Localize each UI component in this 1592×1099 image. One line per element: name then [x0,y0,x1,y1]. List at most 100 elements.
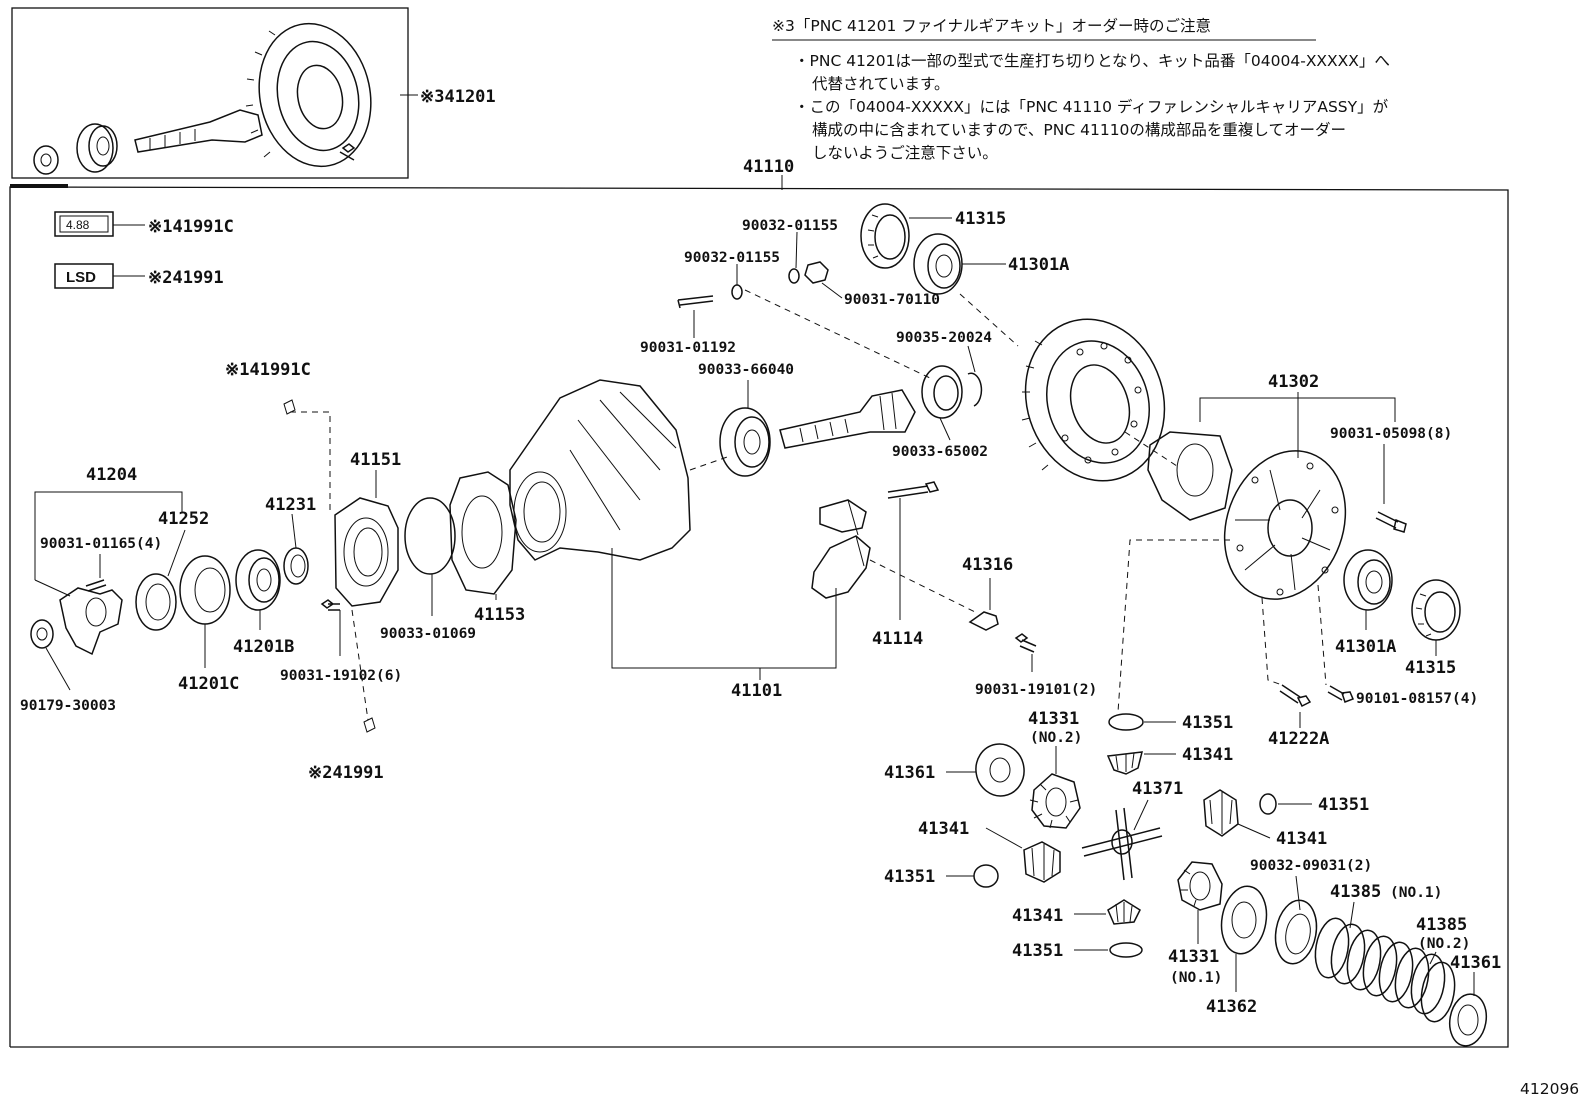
label-90035-20024[interactable]: 90035-20024 [896,330,992,346]
label-90031-70110[interactable]: 90031-70110 [844,292,940,308]
label-41201[interactable]: ※341201 [420,87,496,107]
label-90033-01069[interactable]: 90033-01069 [380,626,476,642]
label-41151[interactable]: 41151 [350,450,401,470]
label-90179-30003[interactable]: 90179-30003 [20,698,116,714]
thrust-washer-41361-a[interactable] [972,740,1028,800]
label-41991c-mid[interactable]: ※141991C [225,360,311,380]
label-41351-b[interactable]: 41351 [1318,795,1369,815]
thrust-washer-41351-d[interactable] [1109,942,1143,958]
pinion-bolt-washers[interactable] [677,261,829,309]
thrust-washer-41361-b[interactable] [1446,991,1490,1048]
label-90032-01155-b[interactable]: 90032-01155 [684,250,780,266]
oil-slinger-41201c[interactable] [179,555,231,625]
pinion-gear-41341-c[interactable] [1023,841,1061,883]
label-41201c[interactable]: 41201C [178,674,239,694]
label-41351-c[interactable]: 41351 [884,867,935,887]
side-bearing-top[interactable] [913,233,963,295]
label-41361-a[interactable]: 41361 [884,763,935,783]
bolt-90031-19102[interactable] [320,599,340,611]
label-41331-no1-sub[interactable]: (NO.1) [1170,970,1222,986]
inset-nut[interactable] [33,145,59,175]
clutch-plates-41385[interactable] [1311,916,1459,1025]
label-41362[interactable]: 41362 [1206,997,1257,1017]
label-90033-66040[interactable]: 90033-66040 [698,362,794,378]
label-41385-no2[interactable]: 41385 [1416,915,1467,935]
side-bearing-right[interactable] [1343,549,1393,611]
label-41315-a[interactable]: 41315 [955,209,1006,229]
inset-bolt[interactable] [339,143,356,161]
label-90032-01155-a[interactable]: 90032-01155 [742,218,838,234]
label-41341-b[interactable]: 41341 [1276,829,1327,849]
inset-drive-pinion[interactable] [134,109,263,153]
label-90031-01165[interactable]: 90031-01165(4) [40,536,162,552]
label-41341-a[interactable]: 41341 [1182,745,1233,765]
label-90031-19102[interactable]: 90031-19102(6) [280,668,402,684]
label-41331-no2[interactable]: 41331 [1028,709,1079,729]
ring-gear[interactable] [1005,301,1185,499]
case-bolt-41222a[interactable] [1279,684,1312,708]
adjusting-nut-top[interactable] [860,203,910,269]
label-41201b[interactable]: 41201B [233,637,294,657]
label-41252[interactable]: 41252 [158,509,209,529]
label-90101-08157[interactable]: 90101-08157(4) [1356,691,1478,707]
plug-41991[interactable] [363,717,376,733]
inset-ring-gear[interactable] [245,13,384,177]
label-41331-no2-sub[interactable]: (NO.2) [1030,730,1082,746]
oil-seal-41252[interactable] [135,573,177,631]
bearing-cap[interactable] [811,499,871,599]
pinion-gear-41341-d[interactable] [1107,899,1141,925]
label-41991-bot[interactable]: ※241991 [308,763,384,783]
label-41301a-b[interactable]: 41301A [1335,637,1396,657]
flange-bolts[interactable] [85,579,107,592]
drive-pinion[interactable] [779,389,916,449]
adjusting-nut-lock[interactable] [968,611,999,631]
companion-flange[interactable] [59,587,123,656]
label-41316[interactable]: 41316 [962,555,1013,575]
label-41222a[interactable]: 41222A [1268,729,1329,749]
label-90031-19101[interactable]: 90031-19101(2) [975,682,1097,698]
bolt-90101-08157[interactable] [1327,685,1354,703]
label-41385-no2-sub[interactable]: (NO.2) [1418,936,1470,952]
cap-bolt[interactable] [887,481,940,499]
label-90031-01192[interactable]: 90031-01192 [640,340,736,356]
label-41361-b[interactable]: 41361 [1450,953,1501,973]
label-41341-c[interactable]: 41341 [918,819,969,839]
o-ring-90033-01069[interactable] [404,497,456,575]
side-gear-41331-no1[interactable] [1177,861,1223,911]
ratio-badge[interactable]: 4.88 [54,211,114,237]
adjusting-nut-right[interactable] [1411,579,1461,641]
pinion-shaft-41371[interactable] [1081,807,1163,881]
label-41991-top[interactable]: ※241991 [148,268,224,288]
label-41110[interactable]: 41110 [743,157,794,177]
ring-gear-bolt[interactable] [1375,511,1407,533]
label-41101[interactable]: 41101 [731,681,782,701]
label-41385-no1-sub[interactable]: (NO.1) [1390,885,1442,901]
label-90032-09031[interactable]: 90032-09031(2) [1250,858,1372,874]
label-41204[interactable]: 41204 [86,465,137,485]
label-90033-65002[interactable]: 90033-65002 [892,444,988,460]
differential-case-half[interactable] [1147,431,1233,521]
label-90031-05098[interactable]: 90031-05098(8) [1330,426,1452,442]
label-41114[interactable]: 41114 [872,629,923,649]
pinion-gear-41341-a[interactable] [1106,751,1143,775]
thrust-washer-41351-b[interactable] [1259,793,1277,815]
thrust-washer-41351-a[interactable] [1108,713,1144,731]
label-41302[interactable]: 41302 [1268,372,1319,392]
lock-bolt[interactable] [1014,633,1037,653]
label-41315-b[interactable]: 41315 [1405,658,1456,678]
gasket-41153[interactable] [449,471,517,595]
label-41301a-a[interactable]: 41301A [1008,255,1069,275]
pinion-front-bearing[interactable] [719,407,771,477]
label-41341-d[interactable]: 41341 [1012,906,1063,926]
washer-90032-09031[interactable] [1271,897,1322,967]
lsd-badge[interactable]: LSD [54,263,114,289]
label-41371[interactable]: 41371 [1132,779,1183,799]
pinion-rear-bearing[interactable] [921,365,983,419]
thrust-washer-41351-c[interactable] [973,864,999,888]
label-41231[interactable]: 41231 [265,495,316,515]
thrust-washer-41362[interactable] [1216,883,1271,958]
label-41991c-top[interactable]: ※141991C [148,217,234,237]
spacer-41231[interactable] [283,547,309,585]
label-41331-no1[interactable]: 41331 [1168,947,1219,967]
side-gear-41331-no2[interactable] [1029,773,1081,829]
